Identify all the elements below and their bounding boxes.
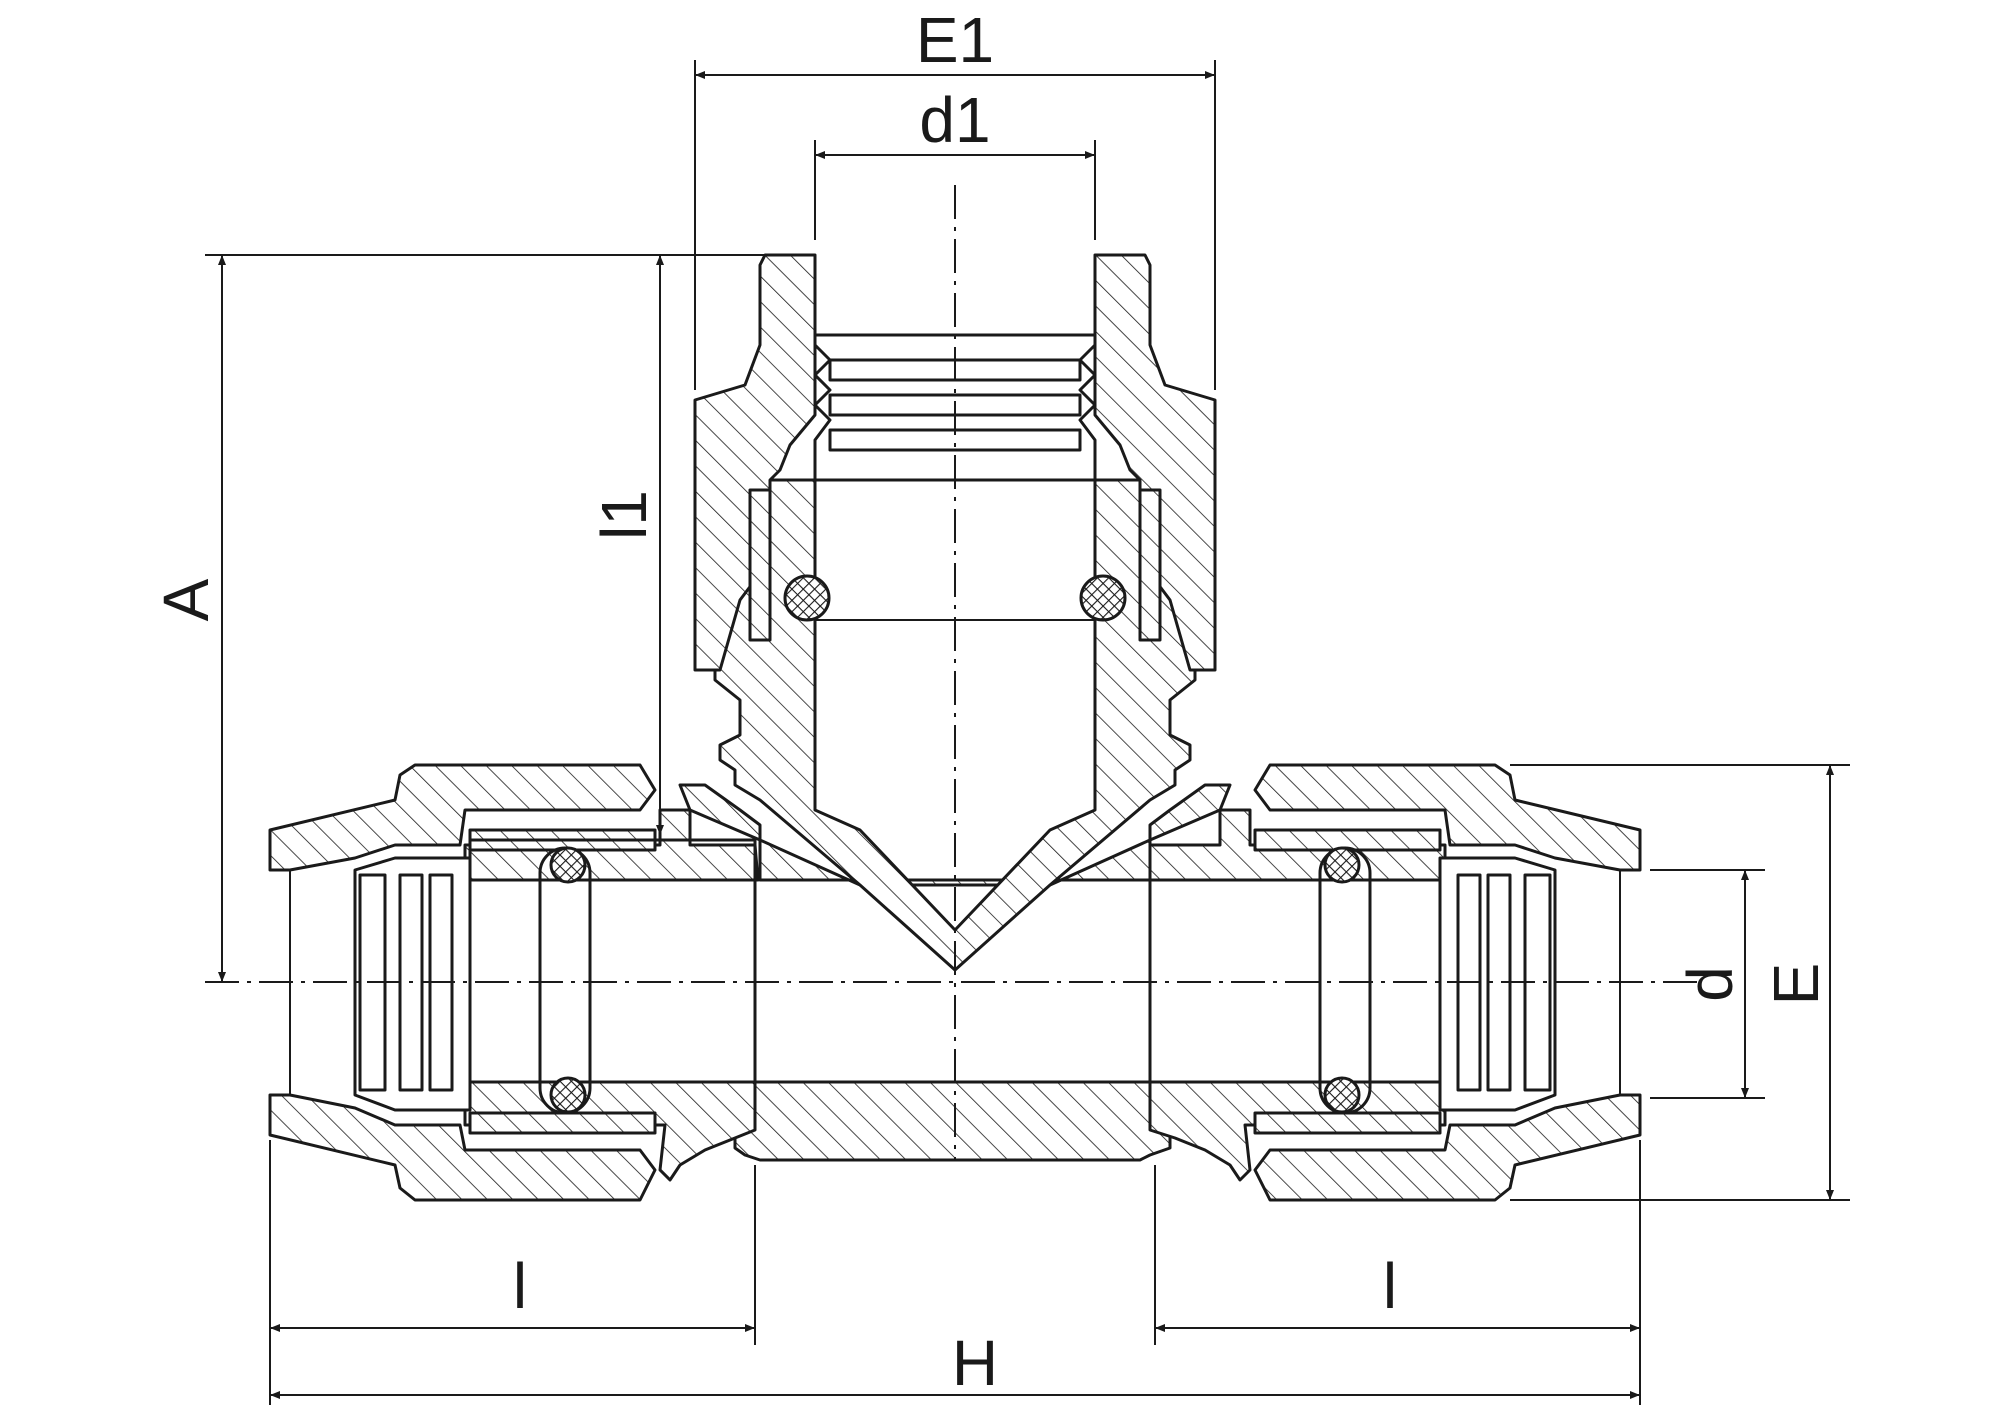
left-union-nut — [268, 763, 657, 1202]
label-E: E — [1760, 963, 1832, 1006]
branch-union-nut — [693, 253, 1217, 672]
left-sleeve — [468, 838, 757, 1115]
o-rings — [549, 574, 1361, 1114]
label-l1: l1 — [588, 490, 660, 540]
label-d1: d1 — [919, 84, 990, 156]
label-A: A — [150, 578, 222, 621]
label-E1: E1 — [916, 4, 994, 76]
center-lines — [205, 185, 1700, 1160]
dimension-labels: E1 d1 A l1 d E l l H — [150, 4, 1832, 1399]
right-union-nut — [1253, 763, 1642, 1202]
dimension-lines — [218, 71, 1834, 1399]
right-clamp-ring — [1253, 828, 1557, 1135]
right-sleeve — [1148, 846, 1442, 1115]
label-d: d — [1674, 966, 1746, 1002]
label-l-left: l — [513, 1250, 527, 1322]
extension-lines — [205, 60, 1850, 1405]
label-l-right: l — [1383, 1250, 1397, 1322]
label-H: H — [952, 1327, 998, 1399]
